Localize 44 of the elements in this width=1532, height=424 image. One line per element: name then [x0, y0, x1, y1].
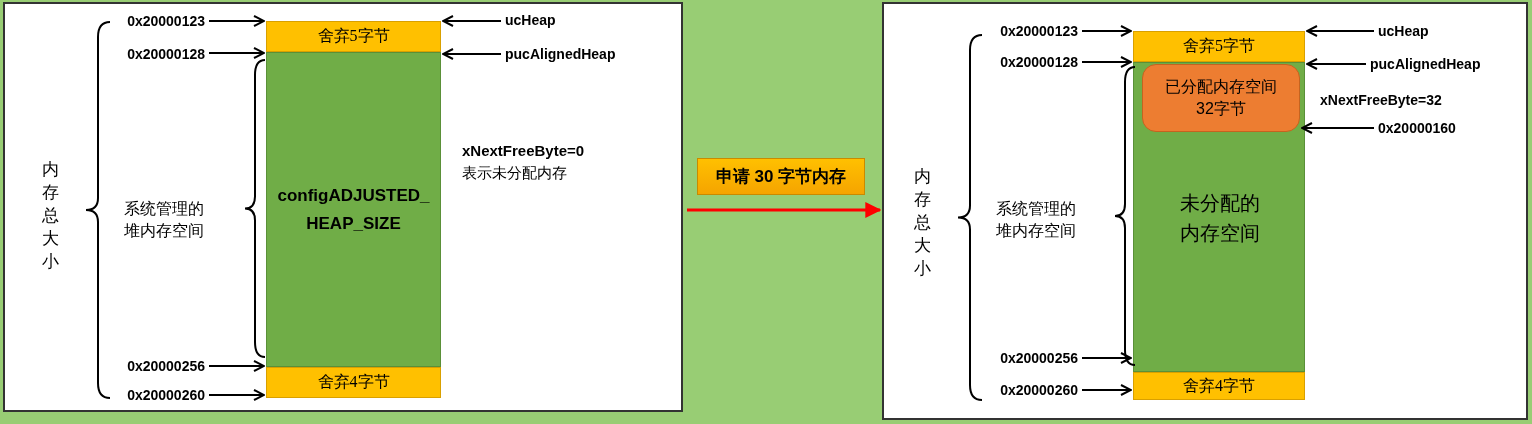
memory-block	[1133, 62, 1305, 372]
arrow	[208, 360, 265, 372]
arrow	[208, 389, 265, 401]
pointer-label: ucHeap	[1378, 21, 1448, 41]
vertical-label: 内存总大小	[42, 159, 60, 273]
note-text: xNextFreeByte=32	[1320, 91, 1443, 110]
arrow	[1301, 122, 1375, 134]
action-label: 申请 30 字节内存	[697, 158, 865, 195]
arrow	[1306, 58, 1367, 70]
pointer-label: 0x20000160	[1378, 118, 1478, 138]
memory-block: 舍弃5字节	[266, 21, 441, 52]
brace-label: 系统管理的堆内存空间	[124, 199, 205, 241]
diagram-panel	[3, 2, 683, 412]
address-label: 0x20000256	[105, 356, 205, 376]
arrow	[208, 15, 265, 27]
address-label: 0x20000123	[105, 11, 205, 31]
arrow	[1081, 25, 1132, 37]
arrow	[1081, 56, 1132, 68]
vertical-label: 内存总大小	[914, 166, 932, 280]
address-label: 0x20000256	[978, 348, 1078, 368]
arrow	[687, 202, 882, 218]
address-label: 0x20000128	[978, 52, 1078, 72]
arrow	[1081, 384, 1132, 396]
memory-block: 舍弃5字节	[1133, 31, 1305, 62]
pointer-label: pucAlignedHeap	[1370, 54, 1510, 74]
note-text: xNextFreeByte=0 表示未分配内存	[462, 141, 586, 183]
address-label: 0x20000128	[105, 44, 205, 64]
pointer-label: pucAlignedHeap	[505, 44, 645, 64]
allocated-block: 已分配内存空间32字节	[1142, 64, 1300, 132]
address-label: 0x20000260	[978, 380, 1078, 400]
arrow	[442, 15, 502, 27]
arrow	[1306, 25, 1375, 37]
arrow	[1081, 352, 1132, 364]
arrow	[208, 47, 265, 59]
address-label: 0x20000260	[105, 385, 205, 405]
address-label: 0x20000123	[978, 21, 1078, 41]
memory-block: configADJUSTED_ HEAP_SIZE	[266, 52, 441, 367]
memory-block: 舍弃4字节	[266, 367, 441, 398]
pointer-label: ucHeap	[505, 10, 575, 30]
diagram-panel	[882, 2, 1528, 420]
arrow	[442, 48, 502, 60]
block-text: 未分配的内存空间	[1179, 191, 1261, 246]
memory-block: 舍弃4字节	[1133, 372, 1305, 400]
brace-label: 系统管理的堆内存空间	[996, 199, 1077, 241]
